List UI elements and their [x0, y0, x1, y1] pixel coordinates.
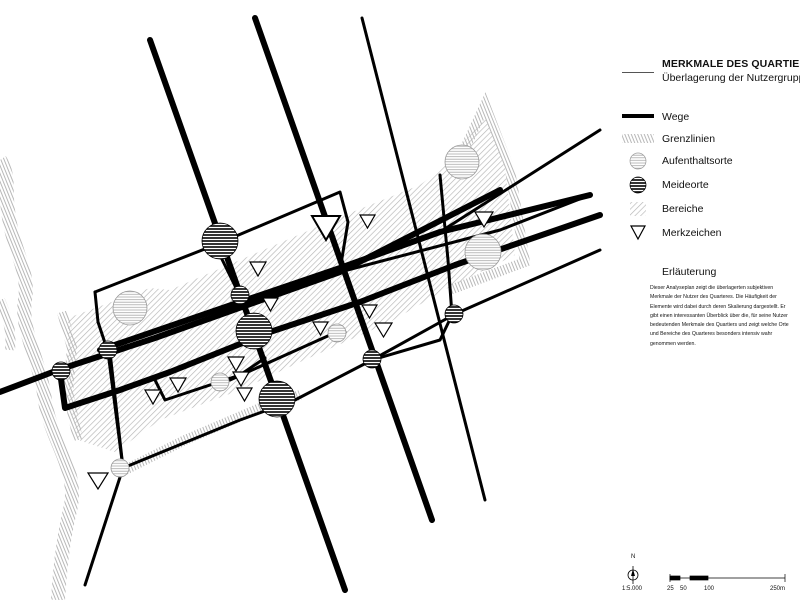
- legend-label-merkzeichen: Merkzeichen: [662, 227, 722, 239]
- wege-icon: [622, 114, 654, 118]
- legend-item-merkzeichen: Merkzeichen: [622, 224, 797, 244]
- north-label: N: [631, 554, 636, 560]
- wege-paths: [0, 15, 603, 593]
- legend-subtitle: Überlagerung der Nutzergruppen: [662, 72, 800, 84]
- legend-label-bereiche: Bereiche: [662, 203, 704, 215]
- legend-title: MERKMALE DES QUARTIERS: [662, 58, 800, 70]
- aufenthaltsorte-places: [110, 144, 502, 478]
- title-rule: [622, 72, 654, 73]
- legend-label-grenzlinien: Grenzlinien: [662, 133, 716, 145]
- triangle-icon: [629, 225, 647, 241]
- explanation-heading: Erläuterung: [662, 266, 717, 278]
- merkzeichen-landmarks: [86, 211, 495, 491]
- grenzlinien-icon: [622, 134, 654, 143]
- legend-label-wege: Wege: [662, 111, 690, 123]
- scale-tick-25: 25: [667, 586, 674, 592]
- scale-tick-250: 250m: [770, 586, 786, 592]
- scale-bar: [669, 574, 786, 582]
- meideorte-places: [51, 222, 464, 418]
- scale-block: N 1:5.000 25 50 100 250m: [620, 552, 795, 598]
- legend-label-aufenthaltsorte: Aufenthaltsorte: [662, 155, 733, 167]
- legend-item-meideorte: Meideorte: [622, 176, 797, 196]
- legend-item-grenzlinien: Grenzlinien: [622, 130, 797, 150]
- explanation-text: Dieser Analyseplan zeigt die überlagerte…: [650, 285, 789, 347]
- scale-ratio: 1:5.000: [622, 586, 643, 592]
- striped-circle-icon: [629, 176, 647, 194]
- scale-tick-100: 100: [704, 586, 715, 592]
- north-arrow-icon: [627, 566, 639, 584]
- scale-tick-50: 50: [680, 586, 687, 592]
- legend-item-wege: Wege: [622, 108, 797, 128]
- legend-item-bereiche: Bereiche: [622, 200, 797, 220]
- circle-icon: [629, 152, 647, 170]
- bereiche-icon: [630, 202, 646, 216]
- legend-label-meideorte: Meideorte: [662, 179, 709, 191]
- legend-item-aufenthaltsorte: Aufenthaltsorte: [622, 152, 797, 172]
